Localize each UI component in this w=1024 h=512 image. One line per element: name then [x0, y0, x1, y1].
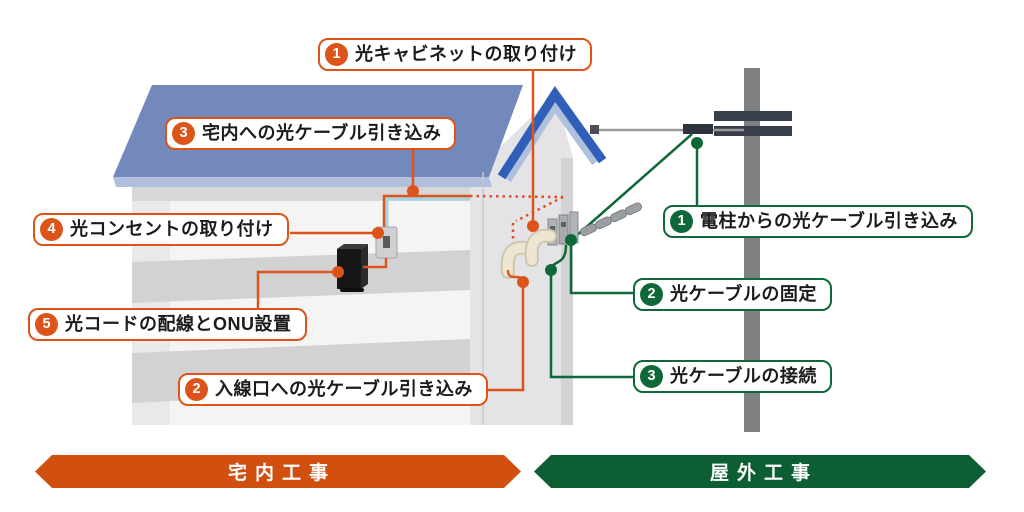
gable-wall	[470, 94, 573, 425]
utility-pole	[744, 68, 760, 432]
step-badge: 3	[640, 365, 663, 389]
callout-label: 光コードの配線とONU設置	[65, 314, 292, 334]
cable-hanger-icons	[579, 202, 642, 237]
step-badge: 1	[325, 43, 348, 67]
entry-hook	[500, 240, 533, 279]
callout-label: 宅内への光ケーブル引き込み	[202, 123, 442, 143]
outdoor-connector-dots	[545, 137, 703, 276]
indoor-connector-lines	[256, 60, 535, 392]
callout-outdoor-2: 2 光ケーブルの固定	[633, 278, 832, 312]
outdoor-connector-lines	[549, 143, 699, 379]
indoor-connector-dots	[332, 185, 539, 288]
callout-indoor-4: 4 光コンセントの取り付け	[33, 213, 289, 247]
step-badge: 2	[640, 283, 663, 307]
callout-indoor-5: 5 光コードの配線とONU設置	[28, 308, 307, 342]
pole-crossarm-top	[714, 111, 792, 121]
drop-cable	[574, 133, 693, 238]
outdoor-work-banner: 屋外工事	[534, 455, 986, 488]
gable-roof-underside	[505, 100, 598, 182]
pole-crossarm-bottom	[714, 126, 792, 136]
wire-anchor	[590, 125, 599, 134]
roof-fascia	[113, 177, 492, 187]
callout-label: 入線口への光ケーブル引き込み	[215, 379, 473, 399]
callout-label: 光キャビネットの取り付け	[355, 44, 577, 64]
hidden-cable-dotted	[469, 194, 564, 244]
callout-outdoor-1: 1 電柱からの光ケーブル引き込み	[663, 205, 973, 239]
callout-label: 光コンセントの取り付け	[70, 219, 274, 239]
optical-cord	[363, 258, 388, 269]
cable-conduit	[383, 195, 470, 230]
callout-indoor-3: 3 宅内への光ケーブル引き込み	[165, 117, 457, 151]
indoor-work-banner: 宅内工事	[35, 455, 521, 488]
callout-label: 電柱からの光ケーブル引き込み	[700, 211, 958, 231]
step-badge: 5	[35, 313, 58, 337]
callout-label: 光ケーブルの固定	[670, 284, 817, 304]
step-badge: 2	[185, 378, 208, 402]
callout-outdoor-3: 3 光ケーブルの接続	[633, 360, 832, 394]
indoor-cable	[382, 194, 470, 228]
step-badge: 3	[172, 122, 195, 146]
gable-roof-trim	[497, 85, 607, 180]
cable-clamp	[683, 124, 713, 134]
optical-cabinet	[524, 228, 557, 267]
callout-indoor-1: 1 光キャビネットの取り付け	[318, 38, 592, 72]
step-badge: 1	[670, 210, 693, 234]
callout-indoor-2: 2 入線口への光ケーブル引き込み	[178, 373, 488, 407]
callout-label: 光ケーブルの接続	[670, 366, 817, 386]
step-badge: 4	[40, 218, 63, 242]
